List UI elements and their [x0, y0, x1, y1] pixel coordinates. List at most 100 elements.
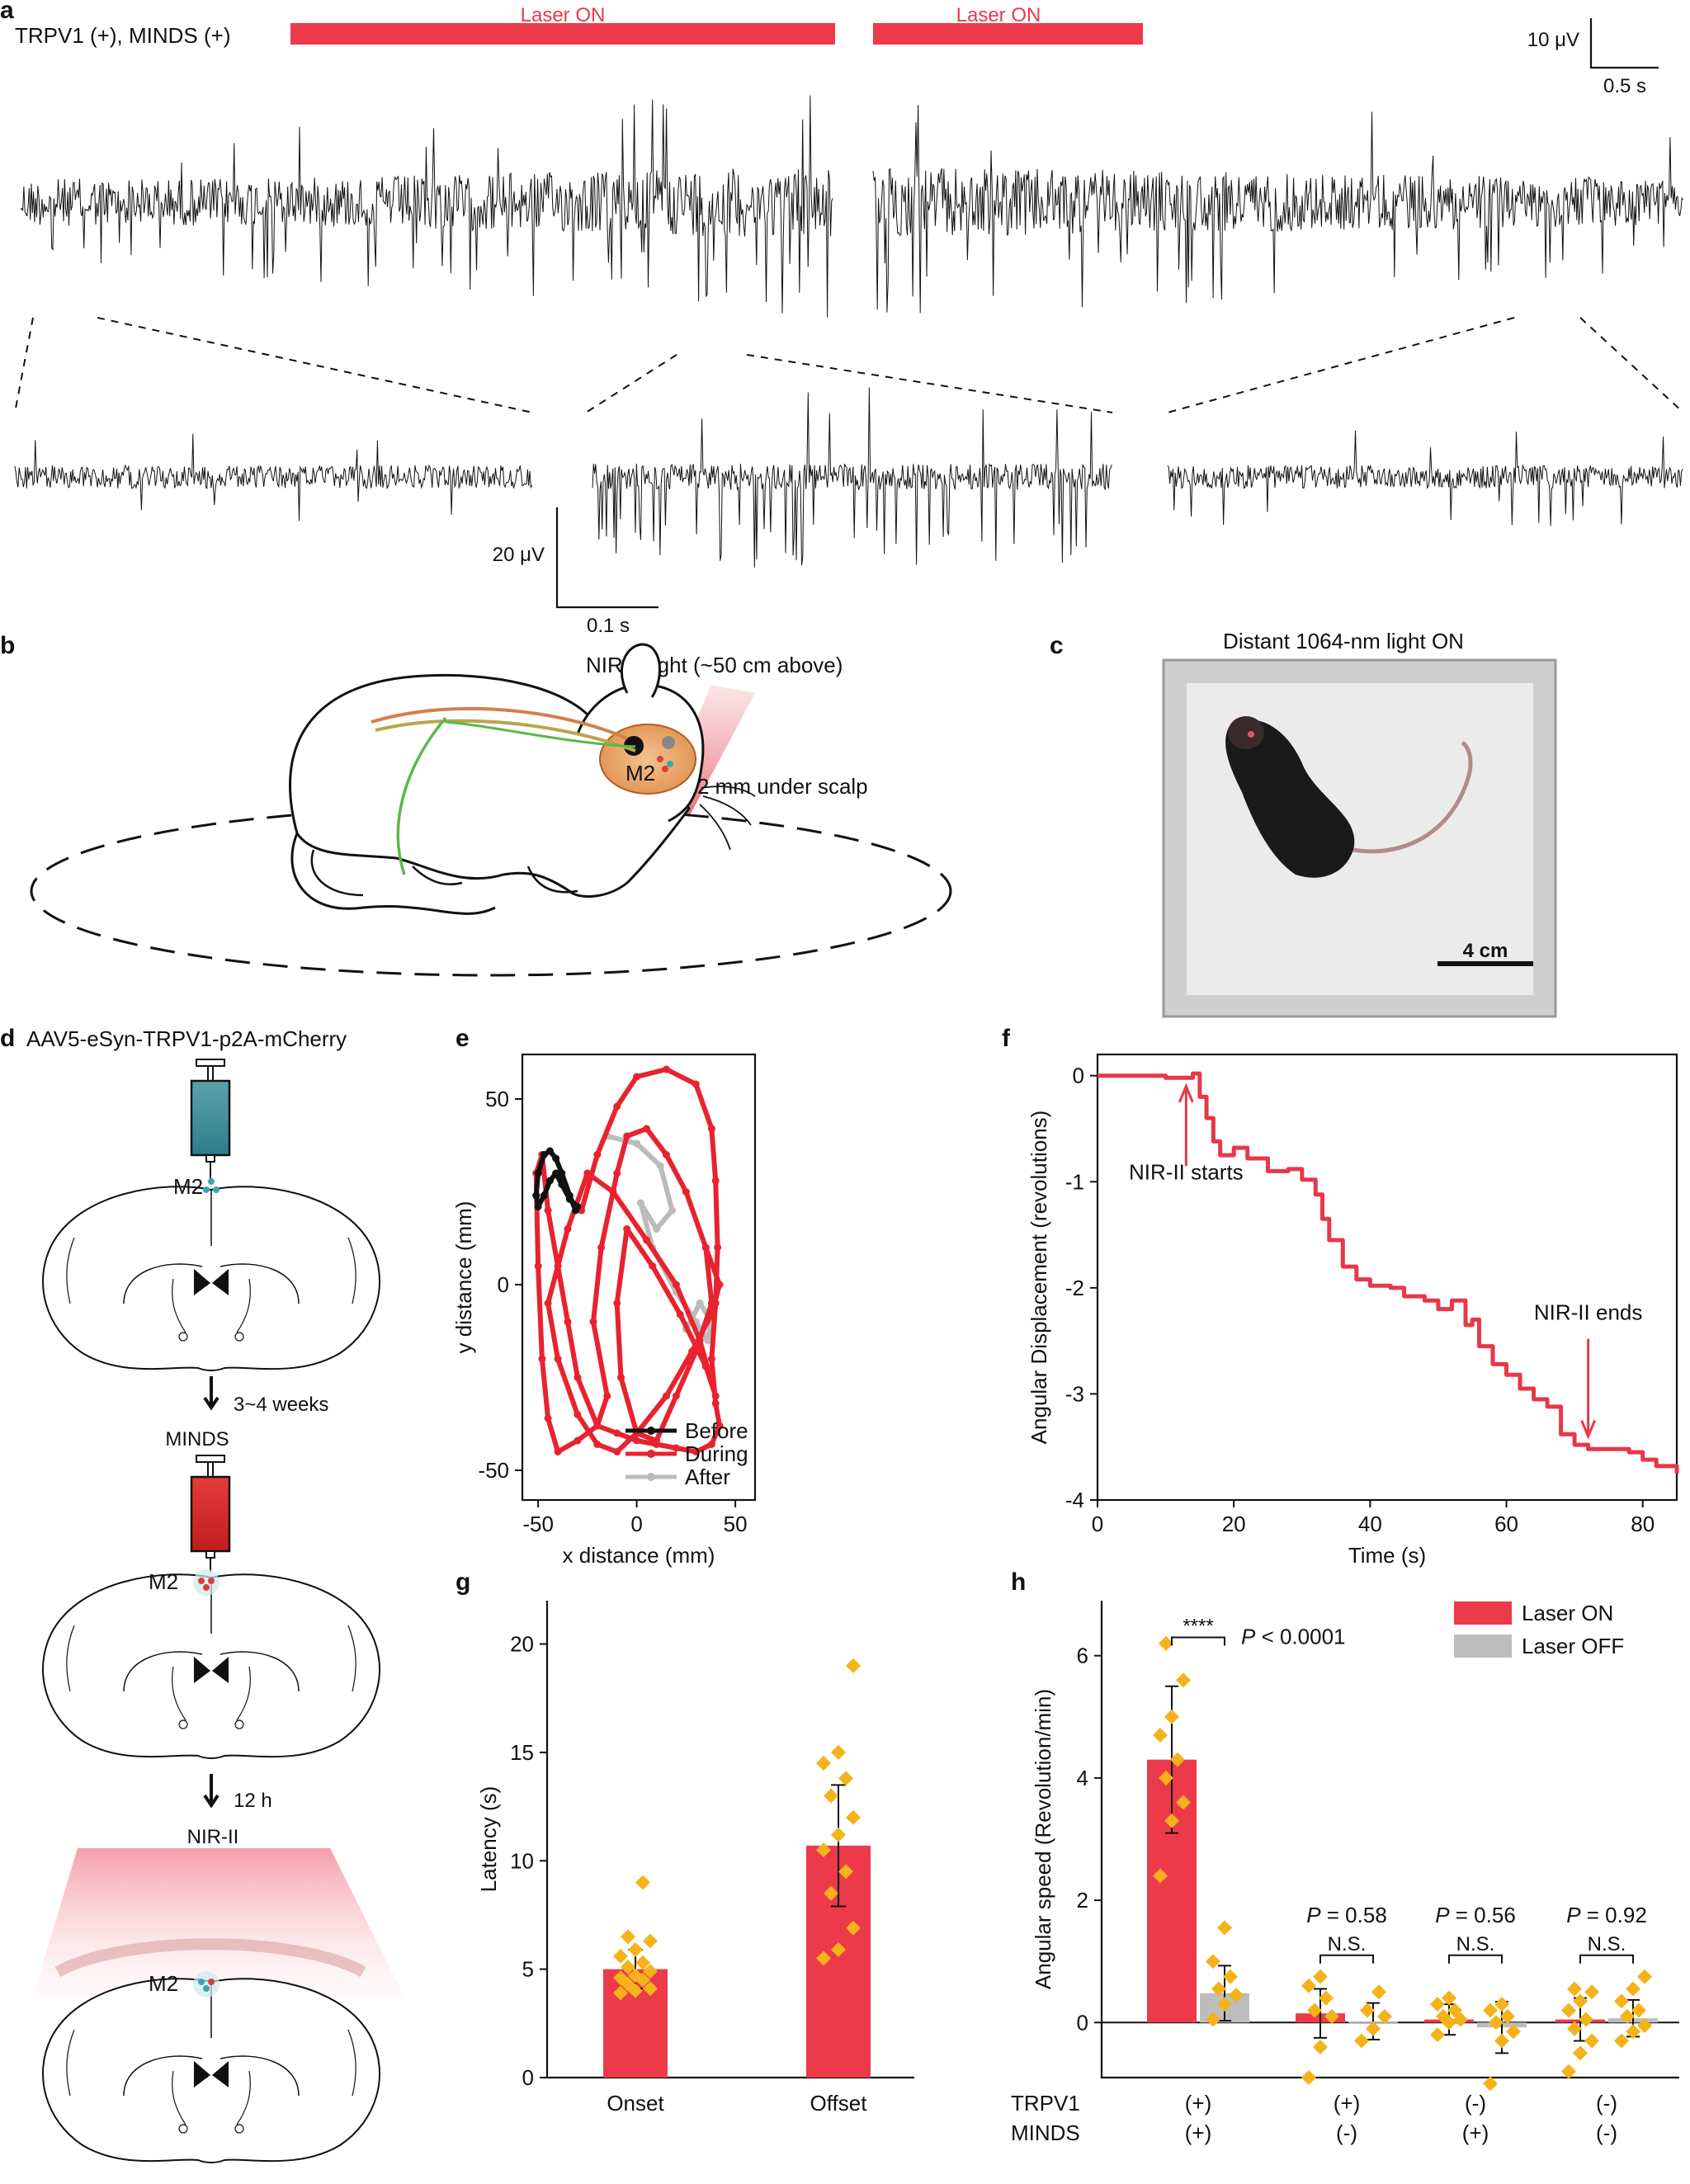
trajectory-point-after — [633, 1139, 641, 1148]
panel-label-h: h — [1011, 1568, 1026, 1596]
data-point — [1217, 1920, 1232, 1936]
x-tick-label: 0 — [630, 1512, 642, 1536]
data-point-offset — [838, 1864, 853, 1880]
data-point — [1301, 1978, 1316, 1993]
trajectory-point-during — [715, 1281, 724, 1289]
arrow-step2 — [203, 1774, 220, 1809]
data-point-offset — [838, 1771, 853, 1786]
trace-zoom-after — [1167, 430, 1683, 526]
legend-marker-after — [647, 1473, 655, 1481]
data-point-offset — [846, 1920, 861, 1936]
sig-bracket — [1579, 1954, 1634, 1964]
trajectory-point-before — [532, 1191, 541, 1200]
brain-ventricle-fill — [194, 1657, 229, 1683]
trajectory-point-during — [613, 1102, 621, 1111]
brain3-m2-label: M2 — [149, 1971, 178, 1996]
brain-structure-right — [234, 2124, 244, 2134]
data-point-onset — [628, 1941, 643, 1957]
trajectory-point-during — [711, 1177, 720, 1185]
data-point — [1567, 2021, 1582, 2036]
trajectory-point-after — [696, 1300, 704, 1307]
trajectory-point-during — [613, 1448, 621, 1455]
brain-ventricles — [123, 1651, 300, 1692]
brain-structure-right — [234, 1332, 244, 1342]
panel-label-f: f — [1002, 1025, 1011, 1052]
data-point — [1223, 1969, 1238, 1984]
data-point-offset — [824, 1788, 838, 1804]
data-point — [1164, 1813, 1179, 1828]
trajectory-point-during — [707, 1310, 715, 1318]
trajectory-point-during — [633, 1073, 641, 1081]
nir-end-arrow — [1580, 1338, 1597, 1440]
brain-outline — [41, 1186, 381, 1371]
trajectory-point-during — [544, 1414, 552, 1422]
data-point — [1170, 1752, 1185, 1767]
p-value-symbol: P — [1241, 1624, 1256, 1649]
legend-marker-during — [647, 1450, 655, 1458]
trajectory-point-after — [668, 1206, 677, 1215]
sig-label: N.S. — [1328, 1933, 1367, 1955]
x-tick-label: 80 — [1631, 1512, 1655, 1536]
trajectory-point-during — [643, 1236, 651, 1244]
data-point — [1584, 1984, 1599, 2000]
sig-label: **** — [1183, 1615, 1213, 1637]
data-point — [1176, 1672, 1191, 1688]
trajectory-point-during — [564, 1318, 572, 1326]
minds-genotype: (-) — [1336, 2120, 1357, 2145]
p-value: P = 0.56 — [1435, 1903, 1516, 1927]
minds-genotype: (+) — [1185, 2120, 1212, 2145]
trajectory-point-during — [623, 1132, 631, 1140]
data-point-onset — [613, 1970, 628, 1986]
y-tick-label: 0 — [1073, 1064, 1084, 1088]
trajectory-point-during — [711, 1392, 720, 1400]
data-point — [1319, 1990, 1334, 2006]
data-point-offset — [846, 1658, 861, 1673]
data-point-onset — [613, 1948, 628, 1964]
syringe-virus — [190, 1059, 231, 1180]
zoom-guides — [14, 317, 1684, 413]
x-tick-label: 20 — [1222, 1512, 1246, 1536]
data-point — [1626, 2024, 1640, 2040]
laser-bar-1 — [290, 23, 835, 45]
trajectory-point-during — [701, 1362, 710, 1370]
trajectory-point-during — [707, 1355, 715, 1363]
data-point-offset — [831, 1827, 846, 1842]
mouse-photo — [1225, 716, 1473, 878]
trace-zoom-during — [592, 387, 1112, 568]
nir-label: NIR-II — [187, 1826, 239, 1848]
y-axis-label: Latency (s) — [476, 1786, 501, 1893]
virus-label: AAV5-eSyn-TRPV1-p2A-mCherry — [26, 1026, 347, 1051]
trajectory-point-during — [649, 1262, 657, 1270]
data-point — [1637, 1969, 1652, 1984]
trajectory-point-before — [540, 1151, 548, 1158]
brain-section-3 — [41, 1978, 381, 2163]
data-point — [1360, 2002, 1375, 2018]
data-point-offset — [831, 1941, 846, 1957]
nir-illumination — [33, 1848, 404, 1997]
x-tick-label: 50 — [724, 1512, 748, 1536]
data-point — [1217, 1997, 1232, 2012]
sig-label: N.S. — [1588, 1933, 1626, 1955]
data-point — [1366, 2021, 1381, 2036]
x-axis-label: Time (s) — [1348, 1543, 1426, 1568]
step1-label: 3~4 weeks — [234, 1394, 328, 1416]
y-tick-label: 0 — [498, 1272, 509, 1297]
y-tick-label: 4 — [1077, 1766, 1088, 1790]
trajectory-point-during — [672, 1281, 680, 1289]
y-tick-label: -1 — [1065, 1169, 1084, 1194]
trajectory-point-during — [574, 1436, 582, 1445]
data-point — [1176, 1795, 1191, 1810]
y-tick-label: 0 — [522, 2065, 534, 2090]
trajectory-point-during — [711, 1399, 720, 1408]
y-tick-label: 15 — [510, 1740, 534, 1765]
trajectory-point-during — [688, 1347, 696, 1356]
data-point — [1371, 1984, 1386, 2000]
brain-ventricles — [123, 1263, 300, 1304]
trpv1-genotype: (-) — [1465, 2091, 1486, 2116]
y-tick-label: 0 — [1077, 2010, 1088, 2035]
brain-structure-right — [234, 1719, 244, 1729]
laser-bar-2 — [873, 23, 1143, 45]
